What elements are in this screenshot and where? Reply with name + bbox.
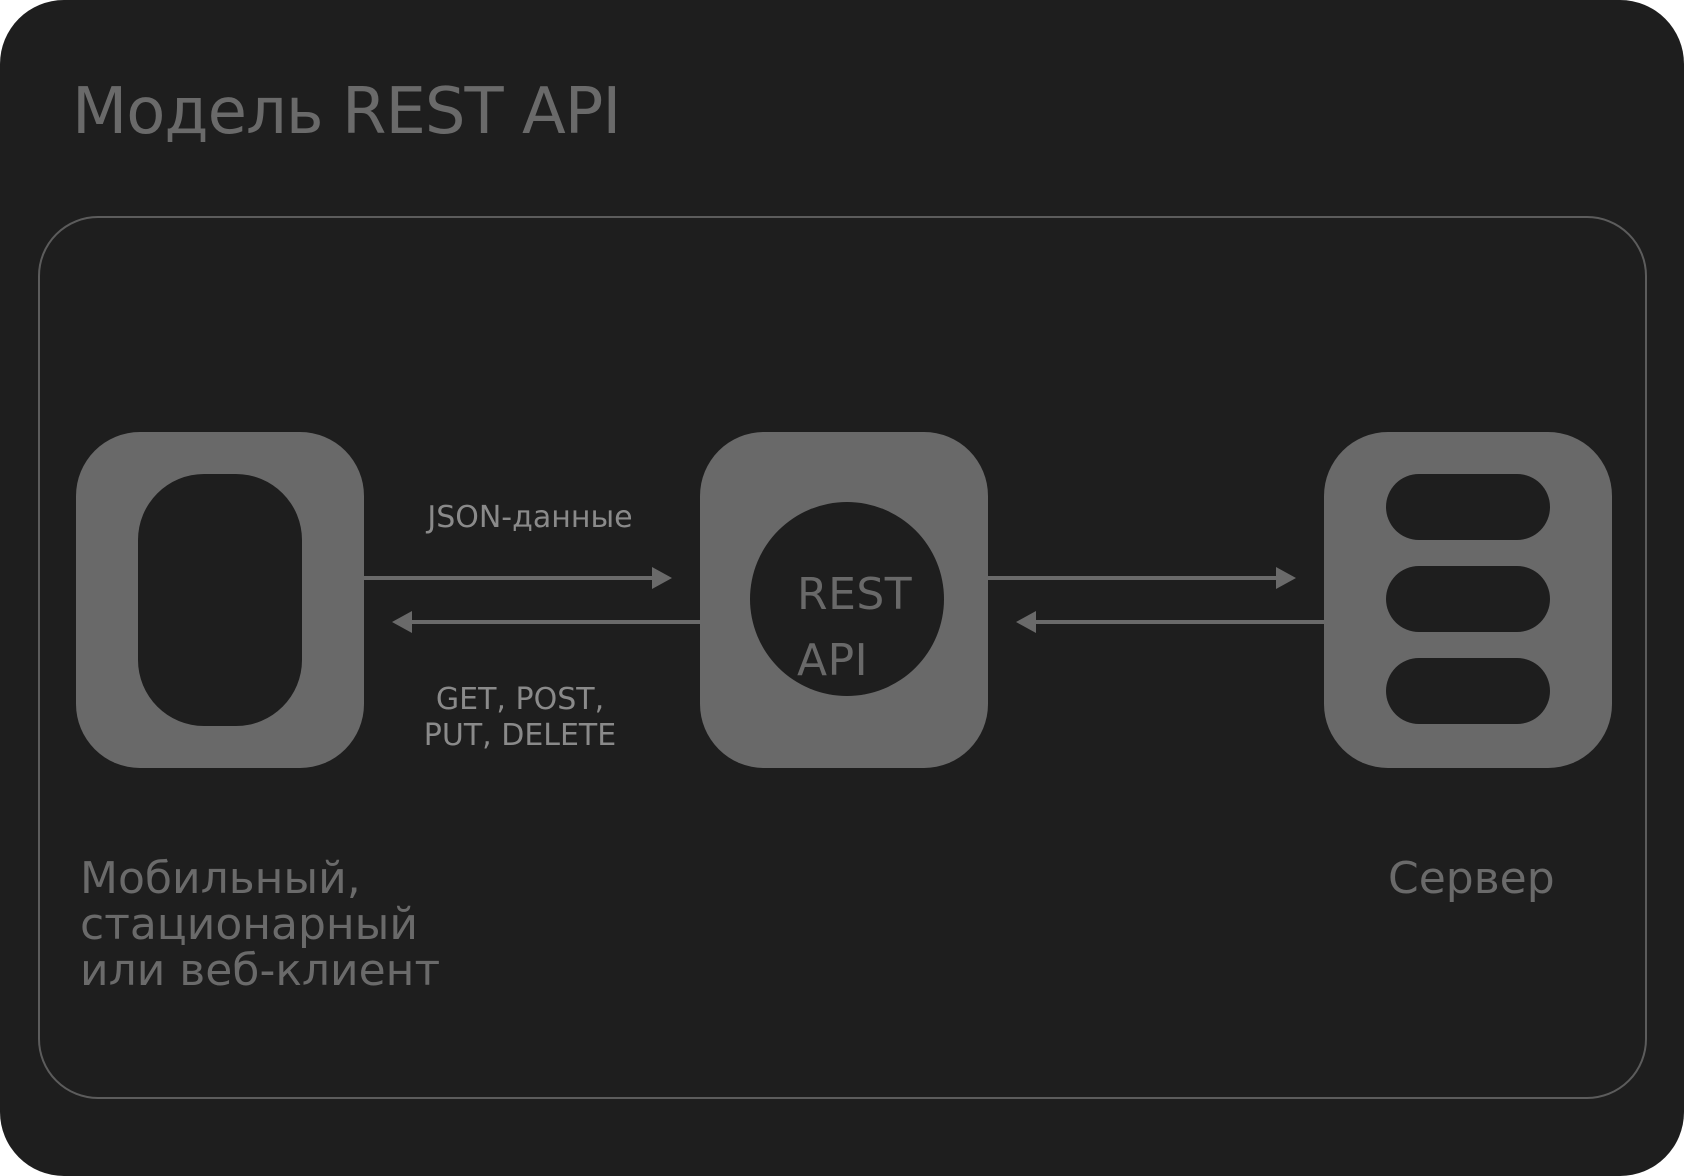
request-arrowhead-icon xyxy=(652,567,672,589)
rest-api-node: REST API xyxy=(700,432,988,768)
client-node xyxy=(76,432,364,768)
response-arrowhead-icon xyxy=(392,611,412,633)
diagram-frame xyxy=(38,216,1647,1099)
json-data-label: JSON-данные xyxy=(427,500,633,535)
server-rack-slot-icon xyxy=(1386,474,1550,540)
device-screen-icon xyxy=(138,474,302,726)
http-methods-label: GET, POST, PUT, DELETE xyxy=(423,682,617,753)
rest-api-label: REST API xyxy=(797,569,913,686)
server-to-api-arrowhead-icon xyxy=(1016,611,1036,633)
server-rack-slot-icon xyxy=(1386,566,1550,632)
rest-api-circle: REST API xyxy=(750,502,944,696)
server-node xyxy=(1324,432,1612,768)
server-rack-slot-icon xyxy=(1386,658,1550,724)
client-caption: Мобильный, стационарный или веб-клиент xyxy=(80,853,441,996)
api-to-server-arrowhead-icon xyxy=(1276,567,1296,589)
server-caption: Сервер xyxy=(1388,853,1555,904)
diagram-title: Модель REST API xyxy=(72,75,621,149)
